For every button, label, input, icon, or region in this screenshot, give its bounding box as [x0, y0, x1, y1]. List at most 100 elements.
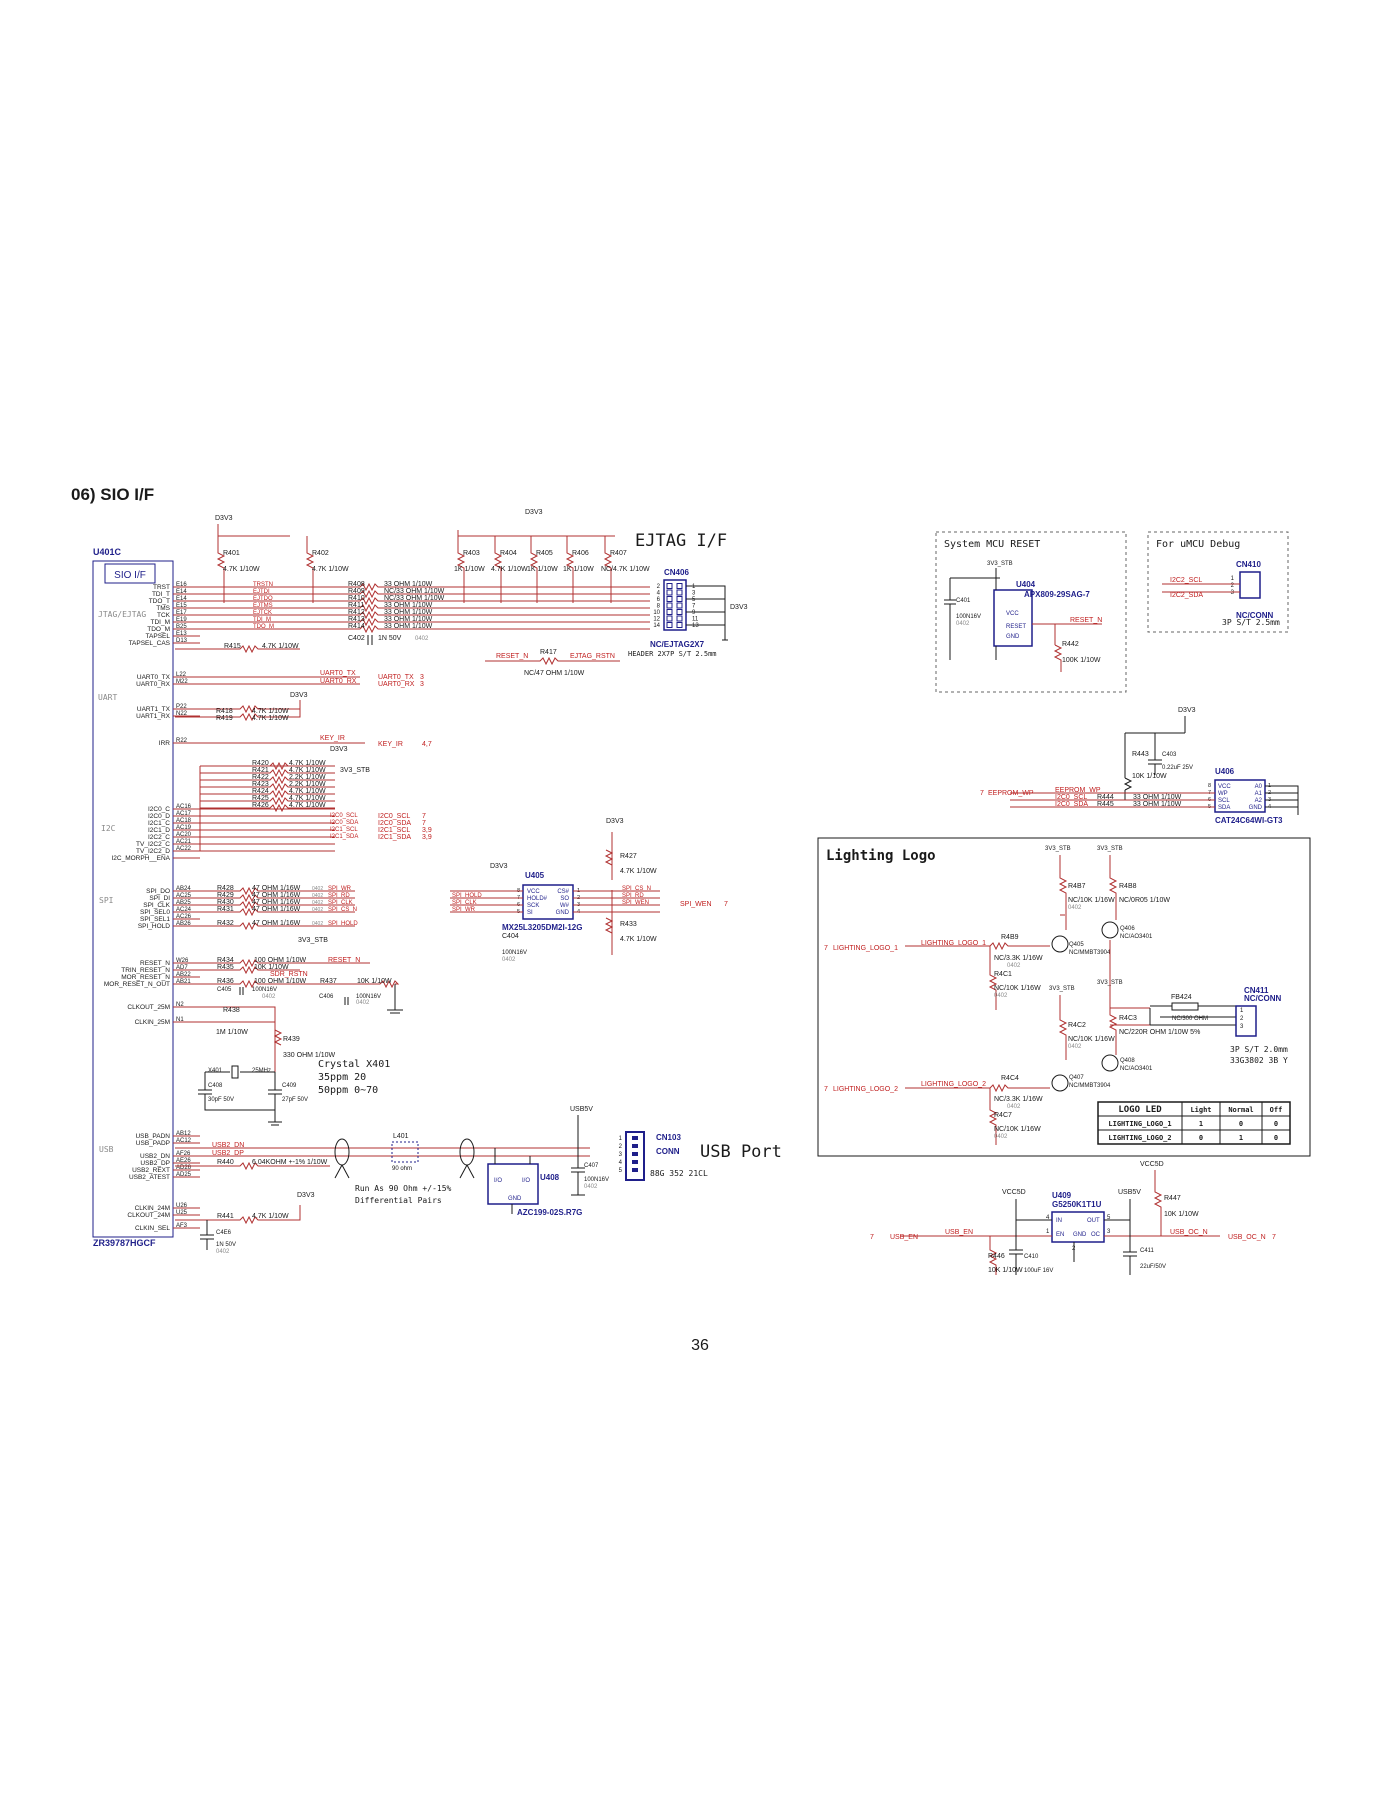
ejtag-series-value: 33 OHM 1/10W — [384, 609, 433, 616]
clock-section: R438 1M 1/10W R439 330 OHM 1/10W X401 25… — [175, 1006, 390, 1126]
u401-pin-pad: AB25 — [176, 900, 191, 906]
usb-section: USB2_DN USB2_DP R440 6.04KOHM +-1% 1/10W… — [175, 1106, 708, 1255]
u401-pin-pad: AF3 — [176, 1223, 188, 1229]
sdr-rstn-net: SDR_RSTN — [270, 971, 308, 978]
ejtag-series-ref: R413 — [348, 616, 365, 623]
cn406-pad — [676, 622, 683, 628]
r446-ref: R446 — [988, 1253, 1005, 1260]
u406-pin-name: A1 — [1255, 791, 1263, 797]
u401-pin-name: MOR_RESET_N — [121, 974, 170, 981]
cn406-pad — [676, 589, 683, 596]
crystal-note-1: Crystal X401 — [318, 1059, 390, 1070]
cn406-pin-left: 14 — [653, 623, 660, 629]
u404-ref: U404 — [1016, 580, 1036, 589]
cn406-pin-left: 6 — [657, 597, 661, 603]
spi-series-wire — [200, 921, 355, 931]
cn103-pad — [632, 1144, 638, 1148]
i2c-pullup-wire — [200, 803, 335, 852]
u401-pin-name: UART1_TX — [137, 706, 171, 713]
u401-pin-pad: AD25 — [176, 1172, 192, 1178]
ejtag-pullup-wire — [216, 536, 226, 603]
i2c-pullup-value: 2.2K 1/10W — [289, 774, 326, 781]
cn103-pin: 5 — [619, 1168, 623, 1174]
u401-pin-net: EJTMS — [253, 603, 273, 609]
u408-pin2: I/O — [522, 1178, 530, 1184]
spi-series-value: 47 OHM 1/16W — [252, 920, 301, 927]
u409-part: G5250K1T1U — [1052, 1200, 1102, 1209]
cn406-pin-left: 10 — [653, 610, 660, 616]
u401-pin-name: I2C1_D — [148, 827, 170, 834]
cn406-pin-right: 11 — [692, 617, 699, 623]
r4c1-pkg: 0402 — [994, 993, 1008, 999]
c407-pkg: 0402 — [584, 1184, 598, 1190]
logo-table-cell: LIGHTING_LOGO_1 — [1108, 1120, 1171, 1128]
r427-rail: D3V3 — [606, 818, 624, 825]
r4b7-pkg: 0402 — [1068, 905, 1082, 911]
ejtag-series-wire — [200, 603, 650, 613]
r433-value: 4.7K 1/10W — [620, 936, 657, 943]
r415-ref: R415 — [224, 643, 241, 650]
lighting-1-offpage: LIGHTING_LOGO_1 — [833, 945, 898, 952]
logo-table-cell: 1 — [1239, 1134, 1243, 1142]
ejtag-pullup-wire — [529, 536, 539, 603]
uart0-rx-page: 3 — [420, 681, 424, 688]
cn103-pad — [632, 1168, 638, 1172]
i2c-net: I2C1_SCL — [330, 827, 358, 833]
cn103-pad — [632, 1160, 638, 1164]
i2c-pullup-ref: R424 — [252, 788, 269, 795]
r440-value: 6.04KOHM +-1% 1/10W — [252, 1159, 328, 1166]
u405-pin-name: VCC — [527, 889, 540, 895]
ejtag-pullup-wire — [493, 536, 503, 603]
u401-pin-pad: AF26 — [176, 1151, 191, 1157]
cn410-pin: 3 — [1231, 590, 1235, 596]
cn411-pin: 1 — [1240, 1008, 1244, 1014]
i2c-pullup-ref: R426 — [252, 802, 269, 809]
cn406-pad — [666, 602, 673, 609]
ejtag-series-ref: R414 — [348, 623, 365, 630]
fb424-value: NC/300 OHM — [1172, 1016, 1208, 1022]
u406-pin-name: VCC — [1218, 784, 1231, 790]
eeprom-section: D3V3 R443 10K 1/10W C403 0.22uF 25V U406… — [980, 707, 1299, 825]
cn410-ref: CN410 — [1236, 560, 1261, 569]
i2c-offpage-net: I2C1_SDA — [378, 834, 411, 841]
i2c-offpage-page: 3,9 — [422, 834, 432, 841]
lighting-2-offpage: LIGHTING_LOGO_2 — [833, 1086, 898, 1093]
logo-table-header: Light — [1190, 1106, 1211, 1114]
ejtag-pullup-ref: R401 — [223, 550, 240, 557]
x401-freq: 25MHz — [252, 1068, 271, 1074]
vcc5d-rail-left: VCC5D — [1002, 1189, 1026, 1196]
cn406-pad — [666, 589, 673, 596]
x401-ref: X401 — [208, 1068, 223, 1074]
r427-ref: R427 — [620, 853, 637, 860]
r4c2-ref: R4C2 — [1068, 1022, 1086, 1029]
r427-value: 4.7K 1/10W — [620, 868, 657, 875]
logo-table-border — [1097, 1101, 1291, 1145]
irr-rail: D3V3 — [330, 746, 348, 753]
u401-pin-net: EJTCK — [253, 610, 272, 616]
umcu-title: For uMCU Debug — [1156, 539, 1240, 550]
u408-part: AZC199-02S.R7G — [517, 1208, 582, 1217]
i2c-pullup-value: 2.2K 1/10W — [289, 781, 326, 788]
r4c2-pkg: 0402 — [1068, 1044, 1082, 1050]
usb-port-title: USB Port — [700, 1142, 782, 1162]
u401-pin-name: CLKOUT_25M — [127, 1004, 170, 1011]
l401-ref: L401 — [393, 1133, 409, 1140]
u401-pin-name: TDI_T — [152, 591, 170, 598]
lighting-logo-title: Lighting Logo — [826, 848, 936, 864]
u401-pin-pad: N1 — [176, 1017, 184, 1023]
spi-series-ref: R429 — [217, 892, 234, 899]
c402-capacitor: C402 1N 50V 0402 — [348, 635, 429, 645]
cn410-pin: 2 — [1231, 583, 1235, 589]
u409-pin4: 4 — [1046, 1215, 1050, 1221]
u401c-symbol: U401C ZR39787HGCF SIO I/F JTAG/EJTAG UAR… — [92, 547, 358, 1248]
ejtag-series-value: 33 OHM 1/10W — [384, 602, 433, 609]
eeprom-wp-page: 7 — [980, 790, 984, 797]
c402-value: 1N 50V — [378, 635, 402, 642]
u401-pin-pad: AB22 — [176, 972, 191, 978]
cn410-pin: 1 — [1231, 576, 1235, 582]
u401-pin-name: TAPSEL_CAS — [129, 640, 171, 647]
cn411-desc: 3P S/T 2.0mm — [1230, 1045, 1288, 1054]
r434-ref: R434 — [217, 957, 234, 964]
u405-rail: D3V3 — [490, 863, 508, 870]
